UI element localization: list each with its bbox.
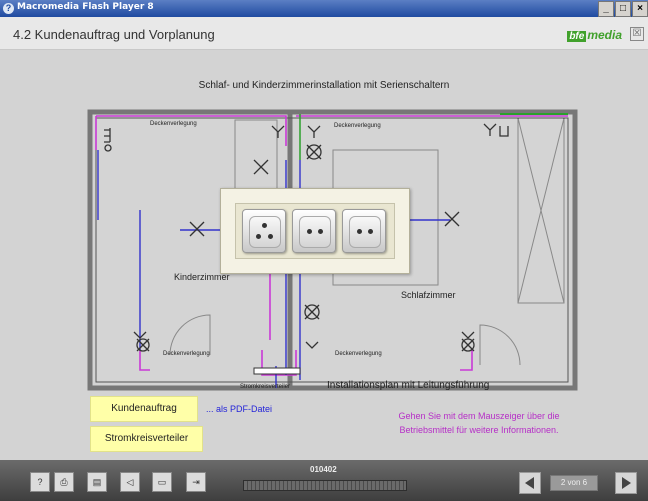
prev-page-button[interactable] — [519, 472, 541, 494]
window-titlebar: ? Macromedia Flash Player 8 _ □ × — [0, 0, 648, 17]
close-window-button[interactable]: × — [632, 1, 648, 17]
page-counter: 010402 — [310, 465, 337, 474]
hover-hint: Gehen Sie mit dem Mauszeiger über die Be… — [374, 409, 584, 437]
window-controls: _ □ × — [598, 1, 648, 17]
schuko-socket-button-2[interactable] — [342, 209, 386, 253]
print-icon[interactable]: ⎙ — [54, 472, 74, 492]
socket-frame — [235, 203, 395, 259]
page-indicator: 2 von 6 — [550, 475, 598, 491]
page-title: 4.2 Kundenauftrag und Vorplanung — [13, 27, 215, 42]
screen-icon[interactable]: ▭ — [152, 472, 172, 492]
room-label-schlafzimmer: Schlafzimmer — [401, 290, 456, 300]
distribution-label: Stromkreisverteiler — [240, 384, 291, 390]
arrow-right-icon — [622, 477, 631, 489]
ceiling-label-top-left: Deckenverlegung — [150, 121, 197, 127]
floor-plan — [87, 109, 578, 391]
main-canvas: Schlaf- und Kinderzimmerinstallation mit… — [0, 50, 648, 460]
three-pin-socket-icon — [249, 216, 281, 248]
ceiling-label-bottom-left: Deckenverlegung — [163, 351, 210, 357]
schuko-socket-icon — [349, 216, 381, 248]
ceiling-label-top-right: Deckenverlegung — [334, 123, 381, 129]
hover-hint-line2: Betriebsmittel für weitere Informationen… — [399, 425, 559, 435]
next-page-button[interactable] — [615, 472, 637, 494]
arrow-left-icon — [525, 477, 534, 489]
cee-socket-button[interactable] — [242, 209, 286, 253]
hover-hint-line1: Gehen Sie mit dem Mauszeiger über die — [398, 411, 560, 421]
plan-heading: Schlaf- und Kinderzimmerinstallation mit… — [198, 80, 450, 91]
bottom-toolbar: ? ⎙ ▤ ◁ ▭ ⇥ 010402 2 von 6 — [0, 460, 648, 501]
ceiling-label-bottom-right: Deckenverlegung — [335, 351, 382, 357]
progress-track[interactable] — [243, 480, 407, 491]
schuko-socket-button-1[interactable] — [292, 209, 336, 253]
minimize-button[interactable]: _ — [598, 1, 614, 17]
book-icon[interactable]: ▤ — [87, 472, 107, 492]
distributor-button[interactable]: Stromkreisverteiler — [90, 426, 203, 452]
socket-popup — [220, 188, 410, 274]
help-icon[interactable]: ? — [30, 472, 50, 492]
pdf-link[interactable]: ... als PDF-Datei — [206, 404, 273, 414]
install-plan-caption: Installationsplan mit Leitungsführung — [327, 380, 490, 391]
flash-player-icon: ? — [3, 3, 14, 14]
window-title: Macromedia Flash Player 8 — [17, 2, 154, 12]
restore-button[interactable]: □ — [615, 1, 631, 17]
close-module-button[interactable]: ☒ — [630, 27, 644, 41]
exit-icon[interactable]: ⇥ — [186, 472, 206, 492]
room-label-kinderzimmer: Kinderzimmer — [174, 272, 230, 282]
schuko-socket-icon — [299, 216, 331, 248]
sound-icon[interactable]: ◁ — [120, 472, 140, 492]
order-button[interactable]: Kundenauftrag — [90, 396, 198, 422]
